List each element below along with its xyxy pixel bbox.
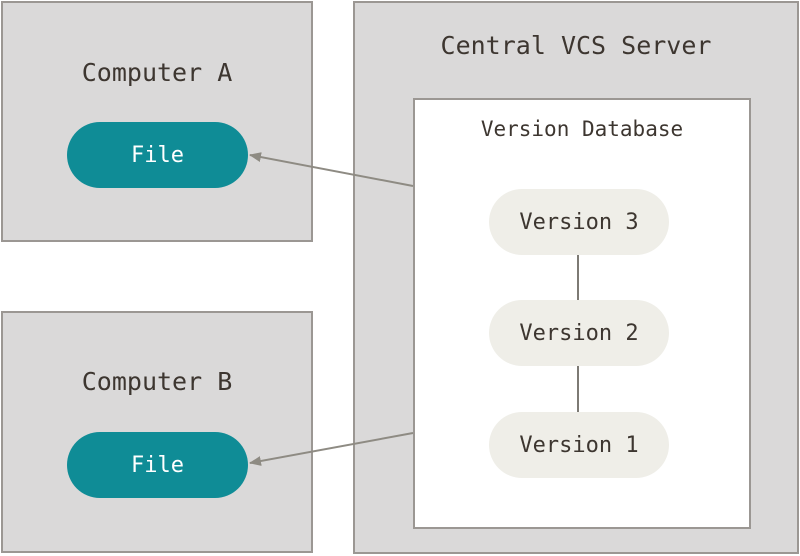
- computer-a-title: Computer A: [81, 58, 233, 87]
- version-3-to-2-connector: [577, 255, 579, 300]
- computer-a-file-label: File: [131, 142, 184, 168]
- computer-a-box: Computer A: [1, 1, 313, 242]
- version-2-node: Version 2: [489, 300, 669, 366]
- version-3-label: Version 3: [519, 209, 639, 235]
- version-1-label: Version 1: [519, 432, 639, 458]
- version-2-to-1-connector: [577, 366, 579, 412]
- computer-b-title: Computer B: [81, 367, 233, 396]
- version-2-label: Version 2: [519, 320, 639, 346]
- version-1-node: Version 1: [489, 412, 669, 478]
- version-database-title: Version Database: [480, 117, 684, 141]
- version-3-node: Version 3: [489, 189, 669, 255]
- computer-b-file-node: File: [67, 432, 248, 498]
- computer-a-file-node: File: [67, 122, 248, 188]
- server-title: Central VCS Server: [440, 31, 712, 60]
- computer-b-file-label: File: [131, 452, 184, 478]
